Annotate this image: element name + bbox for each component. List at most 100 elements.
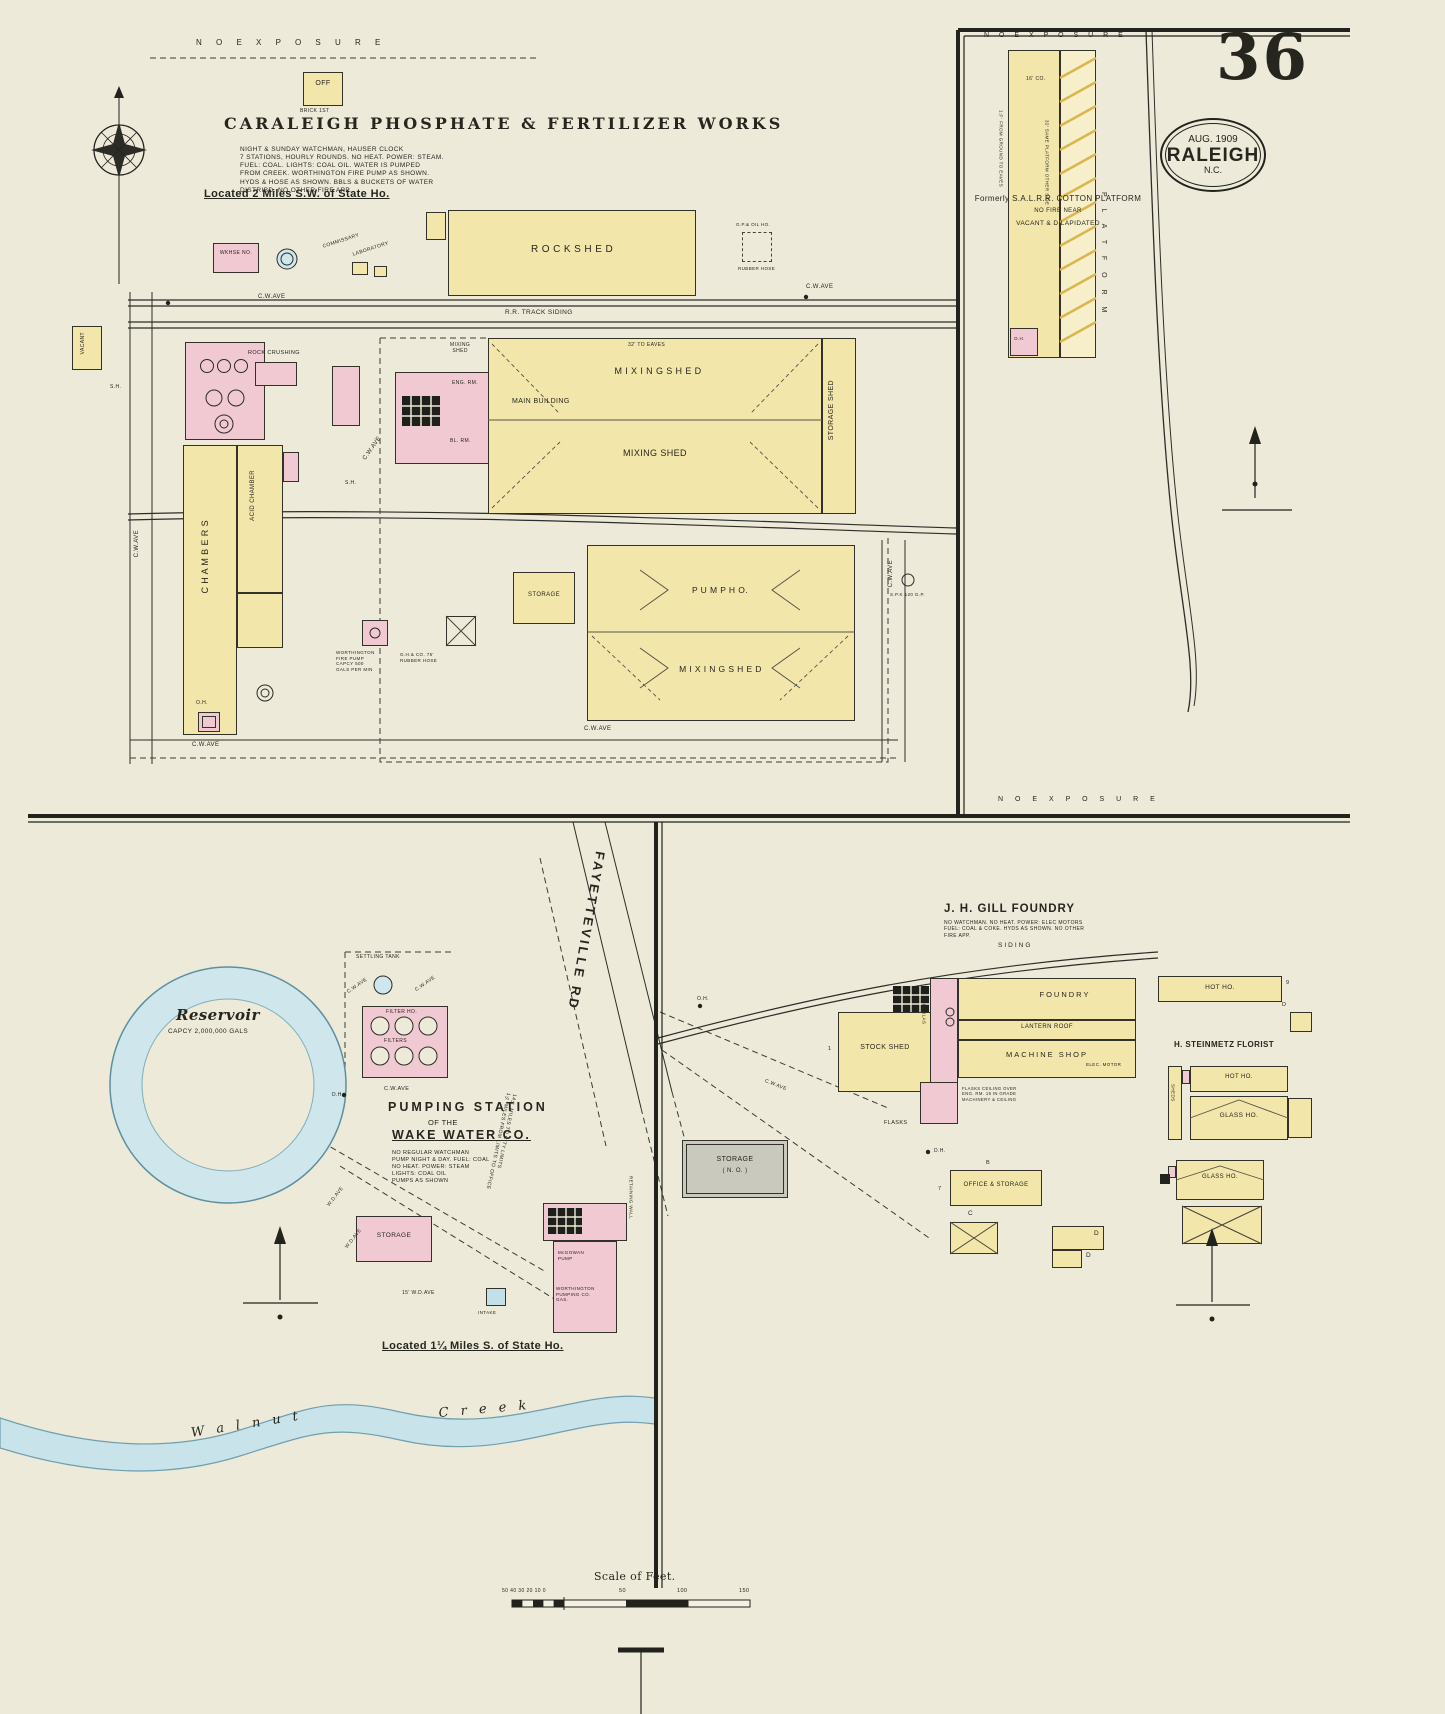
- hot-house-1: [1158, 976, 1282, 1002]
- office-storage-label: OFFICE & STORAGE: [963, 1182, 1029, 1188]
- platform-vacant-label: VACANT & DILAPIDATED: [1016, 220, 1100, 227]
- office-note: BRICK 1ST: [300, 108, 330, 114]
- vacant-building: [72, 326, 102, 370]
- x-structure: [446, 616, 476, 646]
- flasks-note: FLASKS CEILING OVER ENG. RM. 16 IN GRADE…: [962, 1086, 1017, 1102]
- gill-foundry-title: J. H. GILL FOUNDRY: [944, 903, 1076, 915]
- florist-small-1: [1290, 1012, 1312, 1032]
- rock-crushing-building: [255, 362, 297, 386]
- rock-crushing-label: ROCK CRUSHING: [248, 350, 300, 356]
- boiler-room-label: BL. RM.: [450, 438, 471, 444]
- chambers-label: C H A M B E R S: [200, 520, 210, 594]
- mcgowan-pump-label: McGOWAN PUMP: [558, 1250, 585, 1261]
- scale-tick-50: 50: [619, 1588, 626, 1594]
- mixing-shed-complex: [488, 338, 822, 514]
- number-one-label: 1: [828, 1046, 832, 1052]
- florist-small-2: [1288, 1098, 1312, 1138]
- laboratory-label: LABORATORY: [352, 240, 390, 258]
- building-d-label: D: [1086, 1252, 1092, 1259]
- drier-building: [283, 452, 299, 482]
- reservoir: [109, 966, 347, 1204]
- platform-label: P L A T F O R M: [1099, 192, 1107, 318]
- waterworks-notes: NO REGULAR WATCHMAN PUMP NIGHT & DAY. FU…: [392, 1150, 490, 1184]
- mixing-shed-2-label: MIXING SHED: [623, 448, 687, 458]
- engine-room-label: ENG. RM.: [452, 380, 478, 386]
- filters-label: FILTERS: [384, 1038, 407, 1044]
- dh-label: D.H.: [332, 1092, 344, 1098]
- acid-chamber-annex: [237, 593, 283, 648]
- commissary-building: [352, 262, 368, 275]
- reservoir-label: Reservoir: [176, 1006, 260, 1024]
- acid-chamber-label: ACID CHAMBER: [250, 470, 256, 521]
- rr-track-label: R.R. TRACK SIDING: [505, 309, 573, 316]
- cw-ave-label: C.W.AVE: [806, 284, 834, 290]
- works-notes: NIGHT & SUNDAY WATCHMAN, HAUSER CLOCK 7 …: [240, 146, 444, 194]
- platform-side-note-right: 32' SAME PLATFORM OTHER SIDE: [1044, 120, 1050, 206]
- cw-ave-label: C.W.AVE: [362, 435, 383, 462]
- storage-shed-label: STORAGE SHED: [828, 380, 835, 441]
- mixing-shed-small-label: MIXING SHED: [450, 342, 471, 355]
- vacant-label: VACANT: [80, 332, 86, 355]
- storage-waterworks-label: STORAGE: [376, 1232, 412, 1239]
- acid-chamber-building: [237, 445, 283, 593]
- retaining-wall-label: RETAINING WALL: [628, 1176, 634, 1220]
- settling-tank-circle: [373, 975, 393, 995]
- settling-tank-label: SETTLING TANK: [356, 954, 400, 960]
- cupolas-label: CUPOLAS: [921, 1000, 927, 1025]
- date-stamp: AUG. 1909 RALEIGH N.C.: [1160, 118, 1266, 192]
- sheds-label: SHEDS: [1170, 1084, 1176, 1102]
- small-shed-building: [426, 212, 446, 240]
- letter-b-label: B: [986, 1160, 991, 1166]
- storage-no-label: STORAGE: [716, 1156, 754, 1163]
- walnut-creek: [0, 1395, 656, 1472]
- cw-ave-label: C.W.AVE: [584, 726, 612, 732]
- no-exposure-platform-top: N O E X P O S U R E: [984, 32, 1127, 39]
- scale-left-ticks: 50 40 30 20 10 0: [502, 1588, 546, 1594]
- filter-house-label: FILTER HO.: [386, 1009, 418, 1015]
- fire-pump-house: [362, 620, 388, 646]
- date-stamp-inner: AUG. 1909 RALEIGH N.C.: [1165, 123, 1261, 187]
- wake-water-title: WAKE WATER CO.: [392, 1128, 531, 1142]
- elec-motor-label: ELEC. MOTOR: [1086, 1062, 1122, 1067]
- florist-rows-building: [1182, 1206, 1262, 1244]
- platform-oh-label: O.H.: [1014, 336, 1025, 341]
- gill-foundry-notes: NO WATCHMAN. NO HEAT. POWER: ELEC MOTORS…: [944, 920, 1085, 939]
- no-exposure-topleft: N O E X P O S U R E: [196, 38, 387, 47]
- wd-ave-label: W.D.AVE: [326, 1185, 346, 1208]
- glass-house-label: GLASS HO.: [1219, 1112, 1259, 1119]
- cw-ave-label: C.W.AVE: [888, 560, 894, 588]
- laboratory-building: [374, 266, 387, 277]
- worthington-pump-label: WORTHINGTON PUMPING CO. GAS.: [556, 1286, 595, 1303]
- dh-label: D.H.: [934, 1148, 946, 1154]
- water-tank: [276, 248, 298, 270]
- sh-label: S.H.: [345, 480, 357, 486]
- hot-house-label: HOT HO.: [1205, 984, 1235, 991]
- scale-tick-100: 100: [677, 1588, 688, 1594]
- works-located: Located 2 Miles S.W. of State Ho.: [204, 188, 390, 200]
- chambers-building: [183, 445, 237, 735]
- works-title: CARALEIGH PHOSPHATE & FERTILIZER WORKS: [224, 114, 784, 133]
- warehouse-building: [213, 243, 259, 273]
- siding-label: SIDING: [998, 942, 1033, 949]
- commissary-label: COMMISSARY: [322, 232, 361, 250]
- cw-ave-label: C.W.AVE: [192, 742, 220, 748]
- engine-house-building: [920, 1082, 958, 1124]
- oil-house-label: G.P.& OIL HO.: [736, 222, 771, 227]
- pump-house-upper: [543, 1203, 627, 1241]
- letter-d-label: D: [1282, 1002, 1287, 1008]
- number-nine-label: 9: [1286, 980, 1290, 986]
- building-c: [950, 1222, 998, 1254]
- florist-boiler-2: [1168, 1166, 1176, 1178]
- cw-ave-label: C.W.AVE: [346, 976, 369, 995]
- rubber-hose-label: RUBBER HOSE: [738, 266, 776, 271]
- chambers-foot-inner: [202, 716, 216, 728]
- steinmetz-title: H. STEINMETZ FLORIST: [1174, 1040, 1274, 1049]
- building-d2: [1052, 1250, 1082, 1268]
- warehouse-label: WKHSE NO.: [219, 250, 253, 256]
- florist-boiler-1: [1182, 1070, 1190, 1084]
- stock-shed-label: STOCK SHED: [860, 1044, 910, 1051]
- cotton-platform-deck: [1060, 50, 1096, 358]
- stamp-city: RALEIGH: [1166, 144, 1260, 166]
- rock-shed-label: R O C K S H E D: [530, 244, 614, 255]
- waterworks-located: Located 1¼ Miles S. of State Ho.: [382, 1340, 564, 1352]
